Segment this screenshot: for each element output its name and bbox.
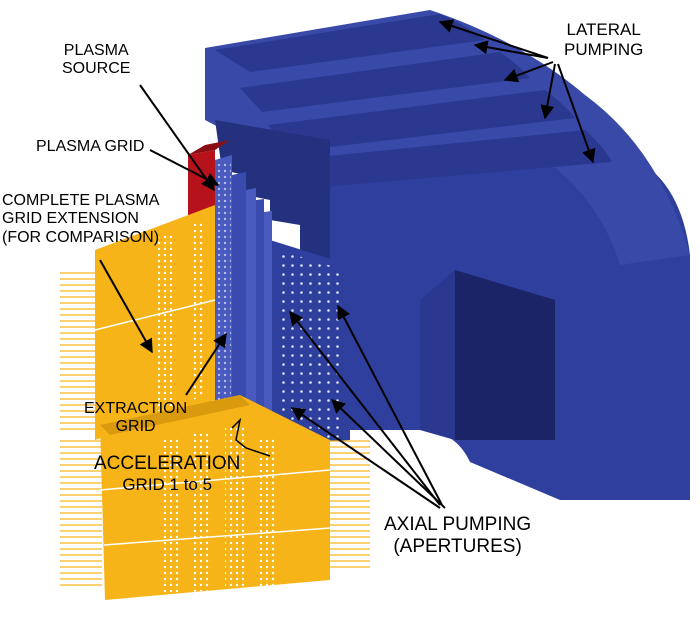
label-axial-pumping-line1: AXIAL PUMPING [384,514,532,535]
grid-stack [215,155,272,455]
aperture-column-l3 [225,424,245,590]
aperture-column-l4 [256,438,276,588]
arrow-lateral-3 [503,61,554,83]
accel-grid-plate-2 [256,199,264,452]
arrow-lateral-1 [438,19,549,59]
axial-aperture-field [278,250,345,440]
aperture-column-u2 [190,219,206,401]
label-extraction-grid-line1: EXTRACTION [84,400,188,417]
label-axial-pumping-line2: (APERTURES) [393,535,522,557]
arrow-axial-4 [330,399,446,509]
vessel-opening-side [420,270,455,440]
label-acceleration-grid-line2: GRID 1 to 5 [122,474,213,494]
plasma-source-top [188,140,230,155]
plasma-grid-apertures [216,160,231,425]
cooling-fins-left-lower [60,440,102,590]
label-plasma-source-line2: SOURCE [62,60,131,78]
seam-2 [99,469,331,491]
vessel-top-surface [205,10,690,265]
aperture-column-u1 [158,231,176,411]
pumping-vessel [205,10,690,500]
arrow-plasma-source [139,84,215,192]
label-lateral-pumping-line2: PUMPING [564,39,644,59]
label-extraction-grid: EXTRACTION GRID [84,400,187,437]
arrow-axial-2 [337,304,443,506]
complete-grid-extension [60,205,370,600]
arrow-extraction [185,332,227,396]
label-lateral-pumping: LATERAL PUMPING [564,20,643,59]
label-plasma-grid: PLASMA GRID [36,138,145,155]
arrow-lateral-2 [473,40,549,59]
label-extraction-grid-line2: GRID [115,418,156,436]
arrow-plasma-grid [149,149,220,186]
label-axial-pumping: AXIAL PUMPING (APERTURES) [384,514,531,558]
rib-4 [290,130,612,188]
label-acceleration-grid-line1: ACCELERATION [94,453,241,474]
arrow-axial-1 [289,310,441,506]
label-complete-extension-line2: GRID EXTENSION [2,210,139,228]
label-acceleration-grid: ACCELERATION GRID 1 to 5 [94,453,240,494]
label-lateral-pumping-line1: LATERAL [566,20,641,39]
aperture-column-l1 [160,436,180,594]
label-complete-extension: COMPLETE PLASMA GRID EXTENSION (FOR COMP… [2,192,159,247]
arrow-extension [99,259,153,354]
label-plasma-source: PLASMA SOURCE [62,42,130,79]
label-plasma-source-line1: PLASMA [63,42,129,59]
seam-1 [94,299,216,331]
arrow-lateral-5 [557,63,596,164]
cooling-fins-right [330,440,370,570]
label-complete-extension-line1: COMPLETE PLASMA [2,192,160,209]
arrow-lateral-4 [540,63,556,120]
label-complete-extension-line3: (FOR COMPARISON) [2,228,160,246]
rib-3 [268,90,575,152]
vessel-opening [455,270,555,440]
acceleration-bracket [231,417,271,457]
arrow-axial-3 [290,407,441,509]
accel-grid-plate-3 [264,211,272,455]
accel-grid-plate-1 [246,188,256,448]
grid-extension-lower-edge [100,395,250,435]
aperture-column-l2 [192,430,212,592]
leader-arrows [99,19,596,509]
rib-1 [215,14,485,72]
grid-extension-upper [95,205,215,440]
cooling-fins-left-upper [60,270,100,430]
vessel-inner-steps [215,120,330,260]
seam-3 [103,527,331,546]
extraction-grid-plate [232,172,246,440]
rib-2 [240,52,530,112]
